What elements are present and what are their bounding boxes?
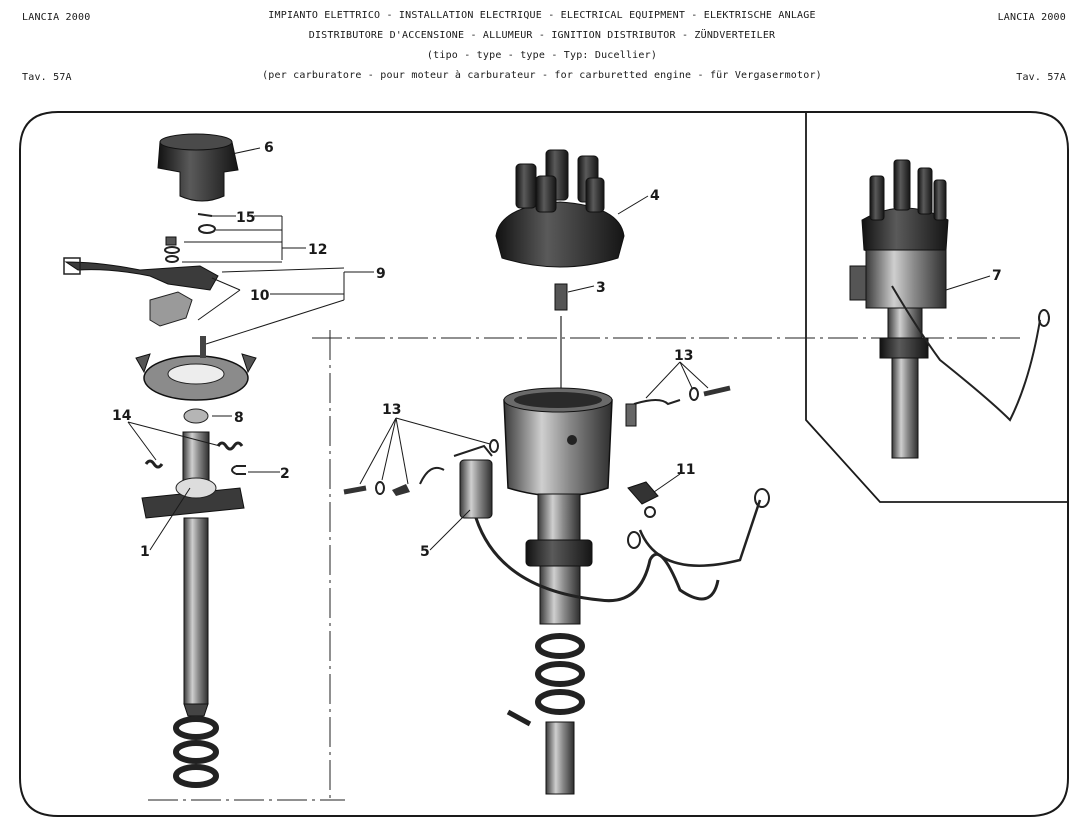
model-name-left: LANCIA 2000 [22,12,91,23]
callout-7: 7 [992,268,1002,284]
felt-wick [183,408,209,424]
shaft-washers [173,716,219,788]
callout-10: 10 [250,288,270,304]
screw-and-washers [164,236,180,263]
breaker-plate [135,336,257,401]
distributor-cap [495,149,625,268]
header-title-line-4: (per carburatore - pour moteur à carbura… [262,70,822,81]
callout-4: 4 [650,188,660,204]
rotor-arm [157,133,239,202]
callout-6: 6 [264,140,274,156]
distributor-body [503,387,613,625]
carbon-brush [554,283,568,392]
assembled-distributor [849,159,1050,459]
callout-13-right: 13 [674,348,693,364]
callout-14: 14 [112,408,132,424]
condenser [453,444,720,603]
diagram-frame [19,111,1069,817]
table-number-right: Tav. 57A [1016,72,1066,83]
leader-lines [127,147,991,551]
callout-11: 11 [676,462,695,478]
contact-breaker-points [63,257,219,327]
callout-13-left: 13 [382,402,401,418]
side-bolts-and-clamps [343,385,731,496]
spring-clip [231,465,246,475]
callout-3: 3 [596,280,606,296]
callout-8: 8 [234,410,244,426]
callout-1: 1 [140,544,150,560]
distributor-shaft [141,431,245,717]
callout-5: 5 [420,544,430,560]
low-tension-terminal [627,481,770,567]
callout-9: 9 [376,266,386,282]
callout-2: 2 [280,466,290,482]
clip-and-washer [197,213,216,234]
advance-springs [144,441,244,469]
header-title-line-2: DISTRIBUTORE D'ACCENSIONE - ALLUMEUR - I… [308,30,776,41]
table-number-left: Tav. 57A [22,72,72,83]
model-name-right: LANCIA 2000 [997,12,1066,23]
header-title-line-3: (tipo - type - type - Typ: Ducellier) [426,50,658,61]
callout-15: 15 [236,210,255,226]
callout-12: 12 [308,242,327,258]
header-title-line-1: IMPIANTO ELETTRICO - INSTALLATION ELECTR… [268,10,816,21]
drive-washers-and-coupling [506,633,585,795]
